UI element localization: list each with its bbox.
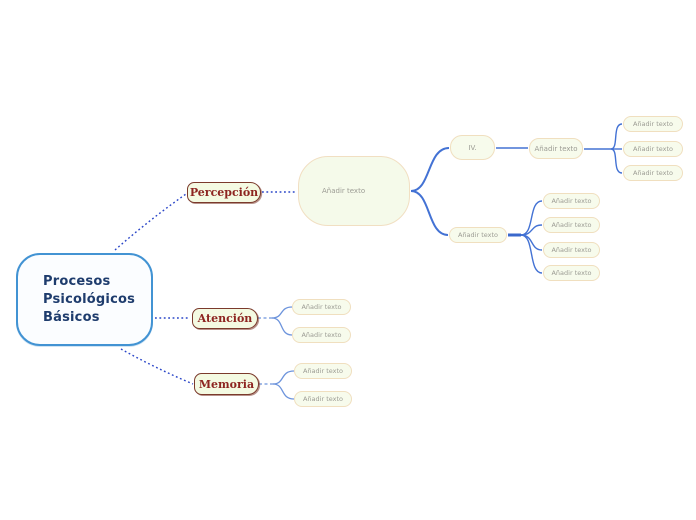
node-atencion-label: Atención xyxy=(197,312,253,325)
node-placeholder-label: Añadir texto xyxy=(551,269,592,277)
node-placeholder-memoria-1[interactable]: Añadir texto xyxy=(294,363,352,379)
node-placeholder-label: Añadir texto xyxy=(551,246,592,254)
node-placeholder-label: Añadir texto xyxy=(302,367,344,375)
node-iv[interactable]: IV. xyxy=(450,135,495,160)
node-percepcion-label: Percepción xyxy=(189,186,259,199)
node-atencion[interactable]: Atención xyxy=(192,308,258,329)
node-placeholder-label: Añadir texto xyxy=(301,331,342,339)
node-placeholder-label: Añadir texto xyxy=(534,144,578,153)
node-placeholder-right-1[interactable]: Añadir texto xyxy=(623,116,683,132)
node-placeholder-sub[interactable]: Añadir texto xyxy=(449,227,507,243)
node-memoria[interactable]: Memoria xyxy=(194,373,259,395)
node-placeholder-atencion-2[interactable]: Añadir texto xyxy=(292,327,351,343)
node-placeholder-label: Añadir texto xyxy=(302,395,344,403)
node-placeholder-label: Añadir texto xyxy=(301,303,342,311)
node-placeholder-label: Añadir texto xyxy=(551,221,592,229)
node-placeholder-iv-child[interactable]: Añadir texto xyxy=(529,138,583,159)
node-placeholder-label: Añadir texto xyxy=(632,169,674,177)
node-iv-label: IV. xyxy=(468,143,477,152)
node-placeholder-sub-1[interactable]: Añadir texto xyxy=(543,193,600,209)
node-placeholder-sub-4[interactable]: Añadir texto xyxy=(543,265,600,281)
node-placeholder-atencion-1[interactable]: Añadir texto xyxy=(292,299,351,315)
node-placeholder-label: Añadir texto xyxy=(632,145,674,153)
node-placeholder-main[interactable]: Añadir texto xyxy=(298,156,410,226)
node-memoria-label: Memoria xyxy=(198,377,255,391)
node-root[interactable]: Procesos Psicológicos Básicos xyxy=(16,253,153,346)
node-placeholder-sub-3[interactable]: Añadir texto xyxy=(543,242,600,258)
node-placeholder-memoria-2[interactable]: Añadir texto xyxy=(294,391,352,407)
node-placeholder-label: Añadir texto xyxy=(632,120,674,128)
node-placeholder-main-label: Añadir texto xyxy=(322,187,366,195)
node-placeholder-label: Añadir texto xyxy=(457,231,499,239)
node-percepcion[interactable]: Percepción xyxy=(187,182,261,203)
node-placeholder-sub-2[interactable]: Añadir texto xyxy=(543,217,600,233)
node-placeholder-right-3[interactable]: Añadir texto xyxy=(623,165,683,181)
node-placeholder-right-2[interactable]: Añadir texto xyxy=(623,141,683,157)
node-root-label: Procesos Psicológicos Básicos xyxy=(43,273,136,325)
node-placeholder-label: Añadir texto xyxy=(551,197,592,205)
